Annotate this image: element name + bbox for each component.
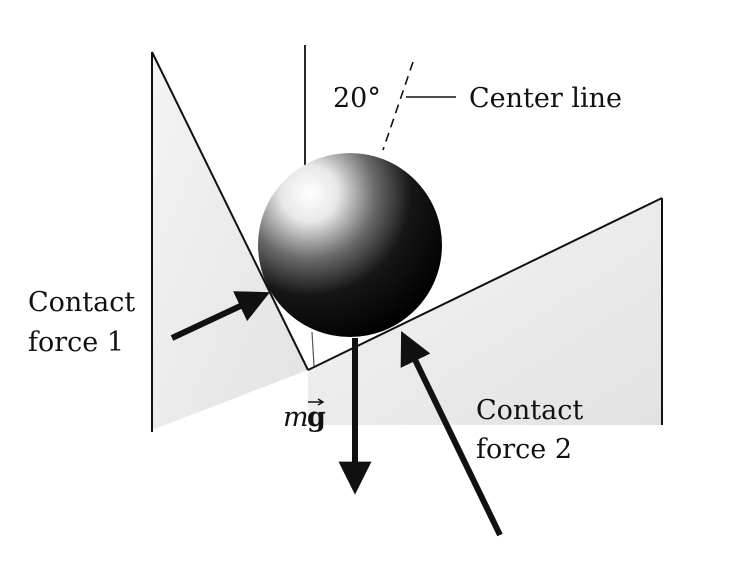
contact-force-2-arrow	[400, 331, 503, 537]
contact-force-1-label-line1: Contact	[28, 287, 135, 318]
center-line	[382, 61, 414, 151]
weight-label: m g	[283, 398, 326, 433]
contact-force-2-label-line2: force 2	[476, 434, 572, 465]
weight-label-m: m	[283, 402, 309, 433]
center-line-label: Center line	[469, 83, 622, 114]
vertex-tick	[311, 331, 315, 367]
contact-force-1-label-line2: force 1	[28, 327, 124, 358]
weight-label-g: g	[307, 402, 326, 433]
left-incline	[151, 51, 309, 432]
contact-force-1-arrow	[170, 291, 270, 341]
ball	[258, 153, 442, 337]
angle-label: 20°	[333, 83, 381, 114]
contact-force-2-label-line1: Contact	[476, 395, 583, 426]
right-incline	[307, 197, 663, 425]
